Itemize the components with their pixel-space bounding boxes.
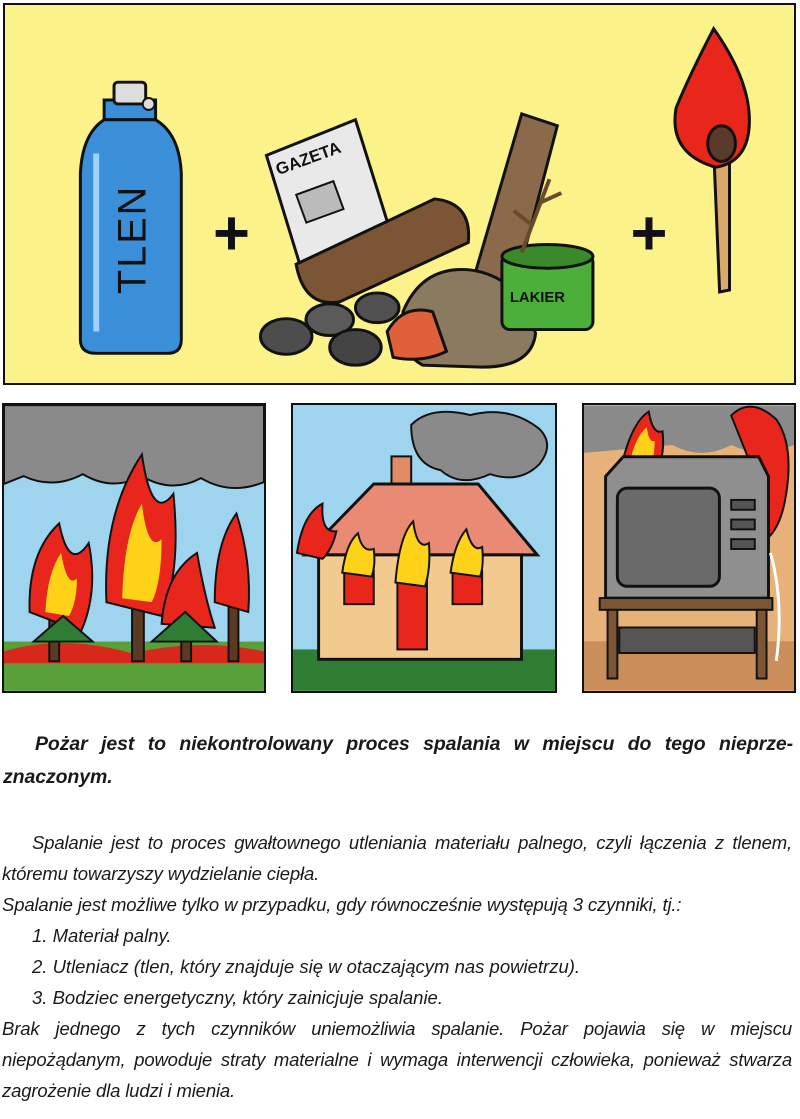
text-content: Pożar jest to niekontrolowany proces spa… <box>0 728 800 1106</box>
list-item: 2. Utleniacz (tlen, który znajduje się w… <box>32 956 581 977</box>
fire-ingredients-illustration: TLEN + GAZETA LAKIER <box>78 25 751 369</box>
tank-label: TLEN <box>111 185 155 294</box>
forest-fire-panel <box>2 403 266 693</box>
lit-match-icon <box>673 25 751 294</box>
fuel-pile-icon: GAZETA LAKIER <box>258 111 595 369</box>
forest-fire-icon <box>4 405 264 691</box>
fire-definition: Pożar jest to niekontrolowany proces spa… <box>3 733 793 788</box>
factors-list: 1. Materiał palny. 2. Utleniacz (tlen, k… <box>0 920 800 1013</box>
list-item: 1. Materiał palny. <box>32 925 172 946</box>
house-fire-panel <box>291 403 557 693</box>
plus-icon: + <box>213 198 250 268</box>
conclusion-paragraph: Brak jednego z tych czynników uniemożliw… <box>2 1018 792 1101</box>
oxygen-tank-icon: TLEN <box>78 80 183 355</box>
combustion-paragraph: Spalanie jest to proces gwałtownego utle… <box>2 832 792 884</box>
fire-ingredients-panel: TLEN + GAZETA LAKIER <box>3 3 796 385</box>
tv-fire-panel <box>582 403 796 693</box>
plus-icon: + <box>631 198 668 268</box>
house-fire-icon <box>293 410 555 691</box>
list-item: 3. Bodziec energetyczny, który zainicjuj… <box>32 987 443 1008</box>
tv-fire-icon <box>584 405 794 691</box>
paint-can-label: LAKIER <box>510 290 565 306</box>
factors-intro: Spalanie jest możliwe tylko w przypadku,… <box>2 894 682 915</box>
